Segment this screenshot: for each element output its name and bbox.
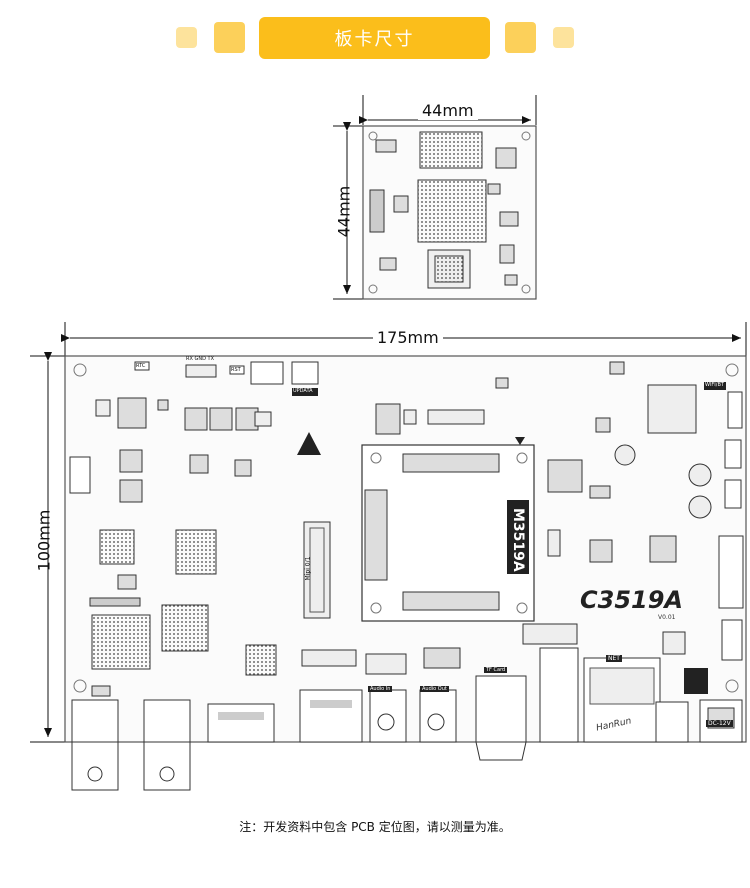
section-title: 板卡尺寸 [334, 29, 415, 50]
core-height-label: 44mm [334, 185, 354, 238]
net-label: NET [606, 655, 622, 662]
decor-square [176, 27, 197, 48]
dc-12v-label: DC-12V [706, 720, 733, 727]
board-name: C3519A [580, 586, 683, 614]
section-title-banner: 板卡尺寸 [259, 17, 490, 59]
base-board [64, 355, 747, 791]
tf-card-label: TF Card [484, 667, 508, 673]
decor-square [505, 22, 536, 53]
decor-square [214, 22, 245, 53]
audio-out-label: Audio Out [420, 686, 449, 692]
module-label: M3519A [510, 508, 526, 572]
audio-in-label: Audio In [368, 686, 393, 692]
footnote: 注：开发资料中包含 PCB 定位图，请以测量为准。 [239, 820, 511, 834]
updata-label: UPDATA [293, 388, 313, 394]
board-version: V0.01 [658, 614, 676, 621]
wifi-label: WIFI/BT [705, 382, 724, 388]
core-width-label: 44mm [418, 101, 478, 120]
core-board [362, 125, 537, 300]
uart-label: RX GND TX [186, 356, 215, 362]
base-height-label: 100mm [34, 509, 54, 572]
decor-square [553, 27, 574, 48]
rst-label: RST [231, 367, 241, 373]
mipi-label: Mipi 0/1 [304, 556, 312, 581]
rtc-label: RTC [136, 363, 146, 369]
base-width-label: 175mm [373, 328, 443, 347]
